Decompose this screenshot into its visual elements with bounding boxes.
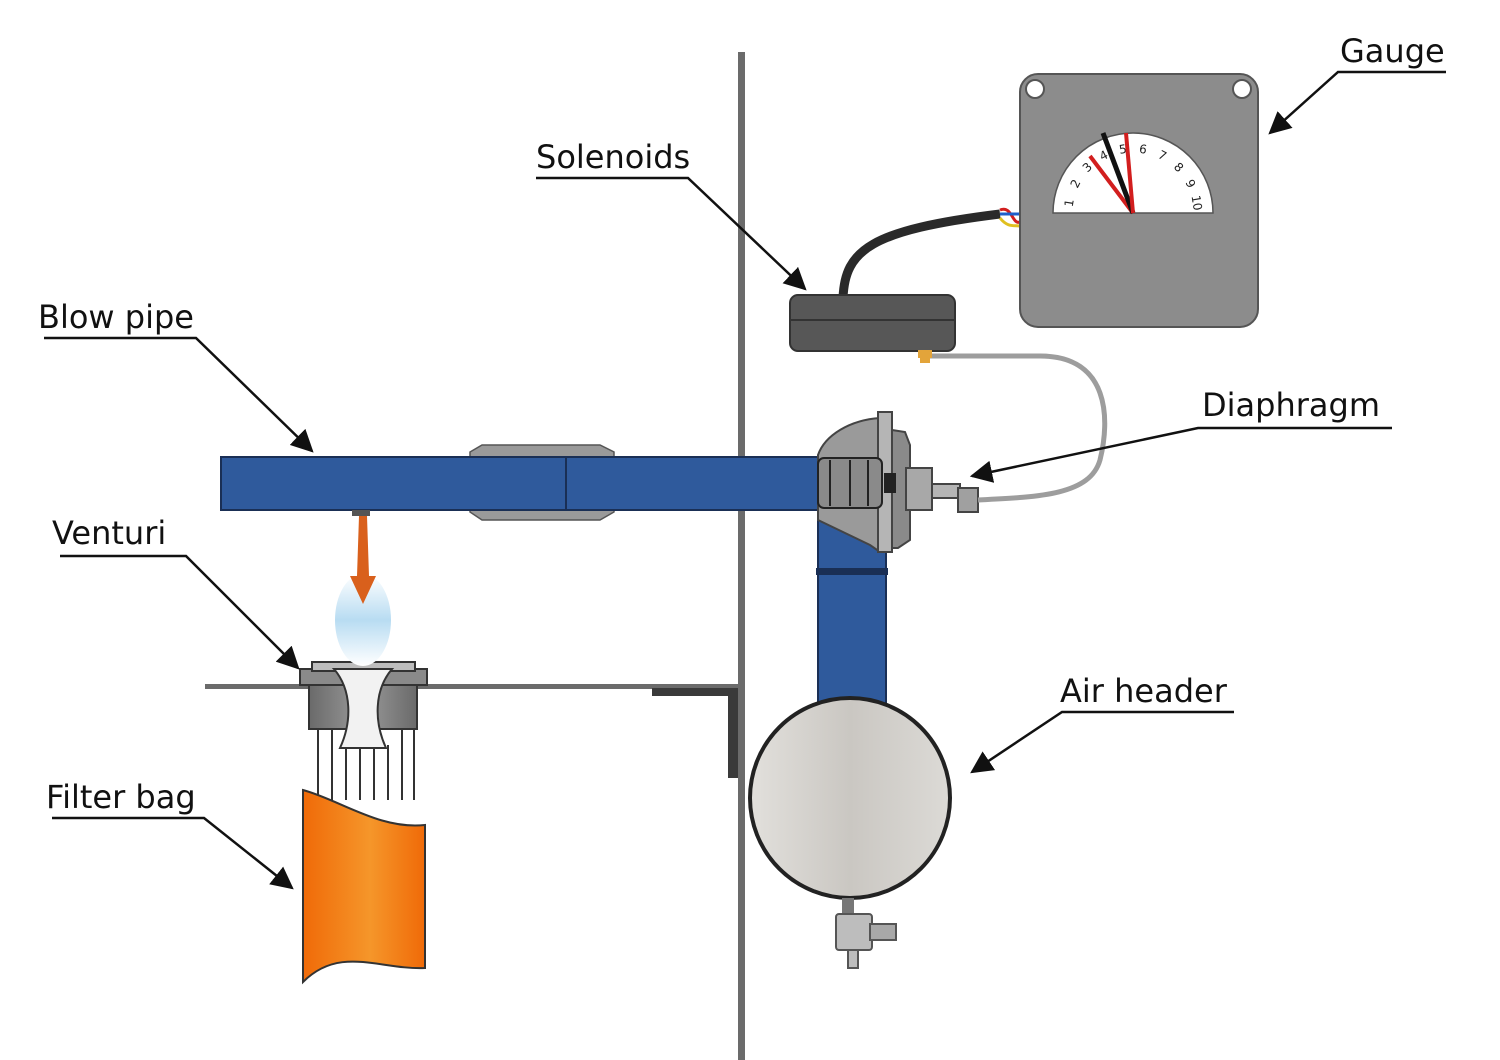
gauge-tick-label: 5 [1118, 142, 1128, 157]
filter-bag [302, 788, 426, 985]
header-drain-valve [835, 898, 897, 969]
solenoids-label: Solenoids [536, 138, 690, 176]
housing-wall [738, 52, 745, 1060]
bag-cage [317, 728, 415, 800]
venturi [299, 661, 428, 749]
solenoid-box [789, 209, 1001, 363]
air-header-label: Air header [1060, 672, 1228, 710]
wall-bracket [652, 688, 738, 696]
gauge-tick-label: 10 [1189, 194, 1205, 211]
label-leaders [44, 70, 1446, 890]
blow-pipe-label: Blow pipe [38, 298, 194, 336]
blow-pipe [220, 456, 827, 511]
air-header [748, 696, 952, 900]
gauge-label: Gauge [1340, 32, 1445, 70]
venturi-label: Venturi [52, 514, 166, 552]
gauge-needle-red-right [1124, 132, 1135, 214]
diaphragm-valve [817, 411, 979, 553]
filter-bag-label: Filter bag [46, 778, 196, 816]
pulse-arrow [350, 516, 376, 604]
wall-bracket-leg [728, 688, 738, 778]
gauge-tick-label: 6 [1138, 142, 1148, 157]
gauge-tick-label: 1 [1062, 198, 1077, 208]
diaphragm-label: Diaphragm [1202, 386, 1380, 424]
gauge-needle-red-left [1088, 154, 1135, 215]
gauge-needle-black [1100, 132, 1136, 214]
tube-sheet [205, 684, 738, 689]
air-pulse [335, 574, 391, 666]
pilot-air-tube [930, 353, 1108, 503]
